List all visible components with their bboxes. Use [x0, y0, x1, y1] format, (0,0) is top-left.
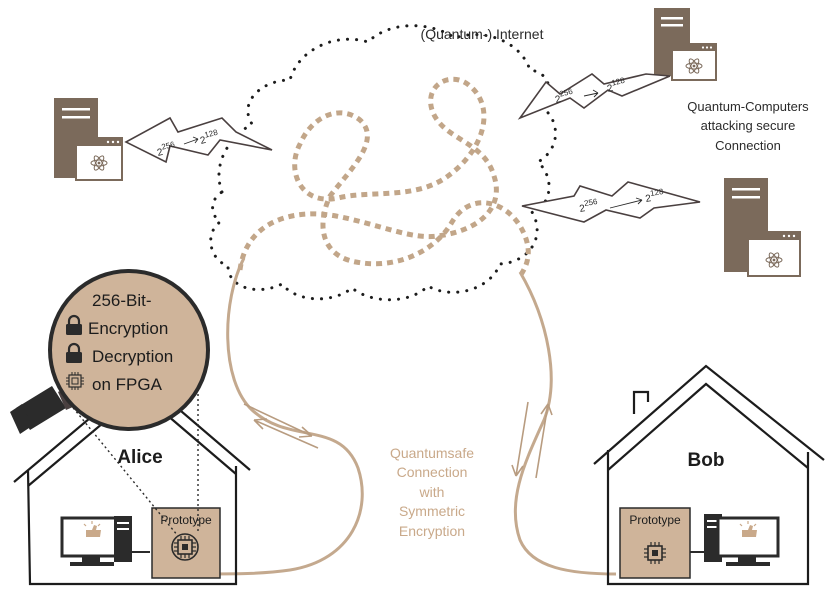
- connection-line-alice: [195, 257, 364, 576]
- attack-bolt-bottom-right: 2256 2128: [521, 181, 701, 223]
- attack-bolt-left: 2256 2128: [124, 116, 273, 164]
- svg-text:2256: 2256: [155, 140, 178, 159]
- svg-text:Connection: Connection: [715, 138, 781, 153]
- alice-prototype-label: Prototype: [160, 513, 212, 527]
- key-to-exp: 128: [610, 76, 626, 88]
- svg-text:Quantum-Computers: Quantum-Computers: [687, 99, 809, 114]
- key-to-exp: 128: [649, 187, 664, 198]
- key-from-exp: 256: [160, 140, 176, 152]
- alice-computer: [60, 516, 150, 566]
- connection-line-bob: [513, 271, 617, 576]
- thumbs-up-icon: [83, 521, 101, 537]
- svg-text:Quantumsafe: Quantumsafe: [390, 445, 474, 461]
- attackers-caption: Quantum-Computers attacking secure Conne…: [687, 99, 809, 153]
- svg-text:2256: 2256: [578, 197, 600, 215]
- bob-prototype: [619, 507, 691, 579]
- bob-name: Bob: [688, 450, 725, 471]
- internet-label: (Quantum-) Internet: [421, 26, 544, 42]
- svg-text:attacking secure: attacking secure: [701, 118, 796, 133]
- magnifier-link-lines: [69, 374, 199, 537]
- tangled-connection-path: [237, 76, 531, 278]
- key-from-exp: 256: [558, 87, 574, 99]
- svg-text:2256: 2256: [553, 87, 576, 106]
- bob-house: [593, 364, 825, 586]
- key-to-exp: 128: [203, 128, 219, 140]
- chip-icon: [66, 372, 84, 390]
- key-from-base: 2: [554, 94, 562, 106]
- server-bottom-right: [724, 178, 801, 277]
- bob-computer: [690, 514, 780, 566]
- thumbs-up-icon: [739, 521, 757, 537]
- chip-icon: [171, 533, 199, 561]
- svg-text:Decryption: Decryption: [92, 347, 173, 366]
- key-to-base: 2: [645, 193, 653, 205]
- server-left: [54, 98, 123, 181]
- svg-text:2128: 2128: [198, 128, 221, 147]
- key-from-base: 2: [156, 147, 164, 159]
- svg-text:Encryption: Encryption: [88, 319, 168, 338]
- alice-name: Alice: [117, 447, 162, 468]
- key-from-base: 2: [579, 203, 587, 215]
- svg-text:with: with: [419, 484, 445, 500]
- svg-text:Encryption: Encryption: [399, 523, 465, 539]
- server-top-right: [654, 8, 717, 81]
- key-from-exp: 256: [583, 197, 598, 208]
- svg-text:Connection: Connection: [397, 464, 468, 480]
- magnifier: [10, 269, 210, 434]
- chip-icon: [644, 542, 666, 564]
- magnifier-text: 256-Bit- Encryption Decryption on FPGA: [88, 291, 173, 394]
- svg-text:2128: 2128: [605, 76, 628, 95]
- svg-text:2128: 2128: [644, 187, 666, 205]
- svg-text:on FPGA: on FPGA: [92, 375, 163, 394]
- svg-text:Symmetric: Symmetric: [399, 503, 465, 519]
- alice-prototype: [151, 507, 221, 579]
- svg-text:256-Bit-: 256-Bit-: [92, 291, 152, 310]
- flow-arrows: [243, 401, 553, 479]
- key-to-base: 2: [606, 83, 614, 95]
- connection-caption: Quantumsafe Connection with Symmetric En…: [390, 445, 474, 539]
- bob-prototype-label: Prototype: [629, 513, 681, 527]
- attack-bolt-top-right: 2256 2128: [517, 73, 671, 120]
- internet-cloud-outline: [209, 24, 557, 302]
- key-to-base: 2: [199, 135, 207, 147]
